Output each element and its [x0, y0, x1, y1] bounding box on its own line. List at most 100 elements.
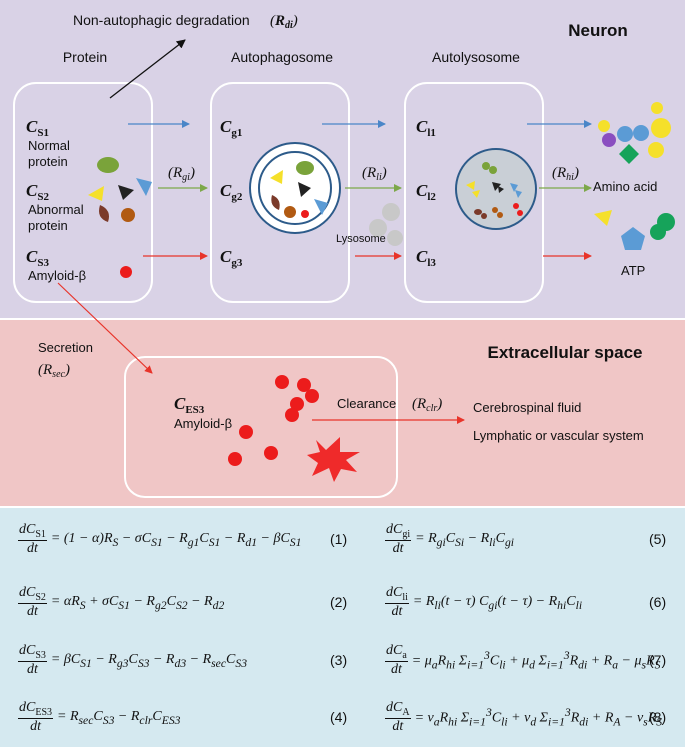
extracellular-title: Extracellular space — [488, 343, 643, 362]
equation-numerator: dCgi — [385, 522, 412, 541]
equation-number: (4) — [330, 709, 348, 725]
black-triangle-protein — [118, 185, 134, 200]
equation-denominator: dt — [390, 661, 402, 677]
neuron-title: Neuron — [568, 21, 628, 40]
amino-blue-2 — [633, 125, 649, 141]
autophagosome-box — [210, 82, 350, 303]
secretion-arrow — [57, 282, 153, 374]
rsec-label: (Rsec) — [38, 362, 70, 380]
equation-denominator: dt — [27, 603, 38, 619]
cl1-label: Cl1 — [416, 117, 436, 139]
amyloid-dot-8 — [264, 446, 278, 460]
equation-number: (7) — [649, 652, 667, 668]
lysosome-label: Lysosome — [336, 233, 386, 245]
cs1-desc1: Normal — [28, 138, 70, 153]
lysosome-blob-1 — [382, 203, 400, 221]
equation-numerator: dCA — [385, 700, 411, 719]
rgi-label: (Rgi) — [168, 165, 195, 183]
autolysosome-header: Autolysosome — [432, 49, 520, 65]
autolysosome-brown-2 — [481, 213, 487, 219]
autophagosome-header: Autophagosome — [231, 49, 333, 65]
amino-blue-1 — [617, 126, 633, 142]
equation-numerator: dCli — [385, 585, 409, 604]
amyloid-dot-6 — [239, 425, 253, 439]
blue-shape-protein — [136, 178, 152, 196]
autolysosome-red-1 — [513, 203, 519, 209]
autophagosome-red-dot — [301, 210, 309, 218]
non-autophagic-rate: (Rdi) — [270, 13, 298, 31]
rclr-label: (Rclr) — [412, 396, 442, 414]
amino-yellow-3 — [651, 118, 671, 138]
secretion-label: Secretion — [38, 340, 93, 355]
equation-rhs: = (1 − α)RS − σCS1 − Rg1CS1 − Rd1 − βCS1 — [50, 530, 302, 549]
equation-rhs: = μaRhi Σi=13Cli + μd Σi=13Rdi + Ra − μs… — [411, 649, 661, 672]
amyloid-dot-7 — [228, 452, 242, 466]
amyloid-dot-2 — [297, 378, 311, 392]
cs1-label: CS1 — [26, 117, 49, 139]
cs3-desc: Amyloid-β — [28, 268, 86, 283]
autolysosome-orange-1 — [492, 207, 498, 213]
autolysosome-yellow-tri-1 — [466, 181, 475, 190]
equation-rhs: = RsecCS3 − RclrCES3 — [57, 708, 181, 727]
green-oval-protein — [97, 157, 119, 173]
autolysosome-yellow-tri-2 — [472, 190, 480, 198]
equation-number: (8) — [649, 709, 667, 725]
lysosome-blob-2 — [369, 219, 387, 237]
rli-label: (Rli) — [362, 165, 387, 183]
amyloid-dot-1 — [275, 375, 289, 389]
yellow-triangle-protein — [88, 186, 104, 201]
amyloid-dot-4 — [290, 397, 304, 411]
amyloid-dot-5 — [285, 408, 299, 422]
autolysosome-green-1 — [482, 162, 490, 170]
autophagosome-green-oval — [296, 161, 314, 175]
equation-rhs: = Rli(t − τ) Cgi(t − τ) − RhiCli — [412, 593, 583, 612]
amino-yellow-1 — [598, 120, 610, 132]
equation-rhs: = RgiCSi − RliCgi — [415, 530, 515, 549]
extracellular-region — [0, 320, 685, 506]
autolysosome-green-2 — [489, 166, 497, 174]
cs2-desc2: protein — [28, 218, 68, 233]
equation-numerator: dCS2 — [18, 585, 47, 604]
autolysosome-black-tri-2 — [498, 186, 504, 193]
autophagosome-blue-shape — [314, 199, 328, 215]
cs2-desc1: Abnormal — [28, 202, 84, 217]
lysosome-blob-3 — [387, 230, 403, 246]
amino-green-diamond — [619, 144, 639, 164]
protein-box — [13, 82, 153, 303]
csf-label: Cerebrospinal fluid — [473, 400, 581, 415]
amino-acid-label: Amino acid — [593, 179, 657, 194]
equation-number: (6) — [649, 594, 667, 610]
amyloid-dot-3 — [305, 389, 319, 403]
equation-numerator: dCS3 — [18, 643, 47, 662]
equation-number: (3) — [330, 652, 348, 668]
equation-numerator: dCa — [385, 643, 408, 662]
equation-number: (5) — [649, 531, 667, 547]
atp-green-2 — [657, 213, 675, 231]
autophagosome-yellow-triangle — [270, 170, 283, 184]
cs3-label: CS3 — [26, 247, 49, 269]
equation-rhs: = αRS + σCS1 − Rg2CS2 − Rd2 — [50, 593, 225, 612]
autolysosome-orange-2 — [497, 212, 503, 218]
autophagosome-black-triangle — [298, 182, 311, 197]
equation-rhs: = νaRhi Σi=13Cli + νd Σi=13Rdi + RA − νs… — [414, 706, 663, 729]
ces3-label: CES3 — [174, 394, 205, 416]
clearance-label: Clearance — [337, 396, 396, 411]
equations-region — [0, 508, 685, 747]
equation-number: (2) — [330, 594, 348, 610]
autolysosome-black-tri-1 — [492, 182, 501, 191]
atp-yellow-triangle — [594, 210, 612, 226]
autophagosome-orange-circle — [284, 206, 296, 218]
cs2-label: CS2 — [26, 181, 49, 203]
non-autophagic-arrow — [109, 39, 186, 99]
red-amyloid-protein — [120, 266, 132, 278]
